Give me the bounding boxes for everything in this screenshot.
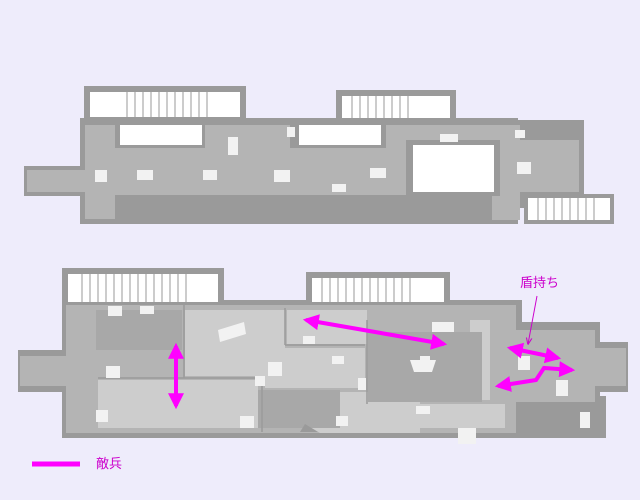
upper-floor-map [24, 86, 614, 224]
crates [95, 127, 531, 192]
enemy-patrol-route [302, 314, 448, 350]
stairs [342, 96, 450, 118]
stairs [90, 92, 240, 117]
enemy-routes [168, 314, 576, 410]
stairs [312, 278, 444, 302]
legend: 敵兵 [32, 456, 122, 472]
legend-enemy-label: 敵兵 [96, 456, 122, 472]
annotation-pointer [528, 295, 538, 344]
shield-holder-label: 盾持ち [520, 276, 559, 291]
stairs [528, 198, 610, 220]
lower-floor-map [18, 268, 628, 444]
enemy-patrol-route [494, 361, 576, 392]
enemy-patrol-route [506, 342, 562, 364]
stairs [68, 274, 218, 302]
